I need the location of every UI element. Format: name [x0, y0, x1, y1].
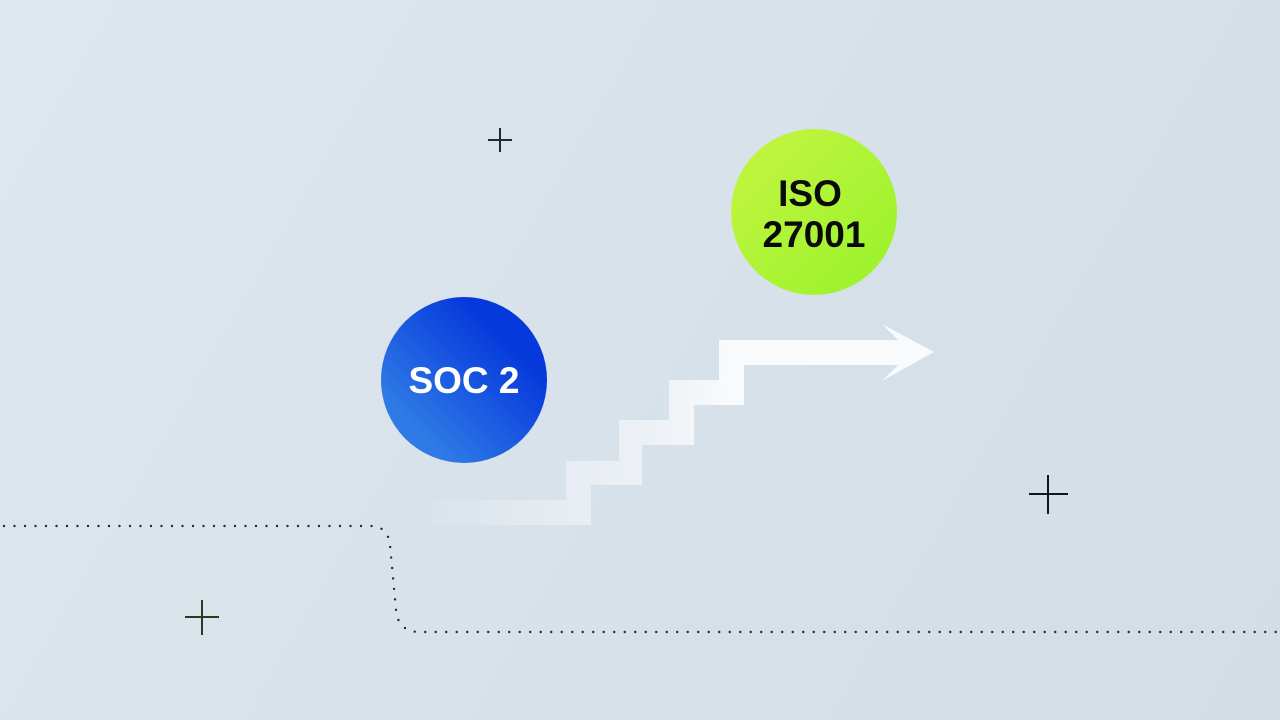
plus-icon	[1029, 475, 1068, 514]
dotted-path	[2, 524, 1280, 634]
soc2-label: SOC 2	[408, 360, 519, 401]
iso27001-badge: ISO 27001	[731, 129, 897, 295]
plus-icon	[185, 600, 219, 635]
soc2-badge: SOC 2	[381, 297, 547, 463]
iso-label-line2: 27001	[763, 214, 866, 255]
stair-arrow-icon	[420, 324, 934, 525]
iso-label-line1: ISO	[778, 173, 842, 214]
plus-icon	[488, 128, 512, 152]
